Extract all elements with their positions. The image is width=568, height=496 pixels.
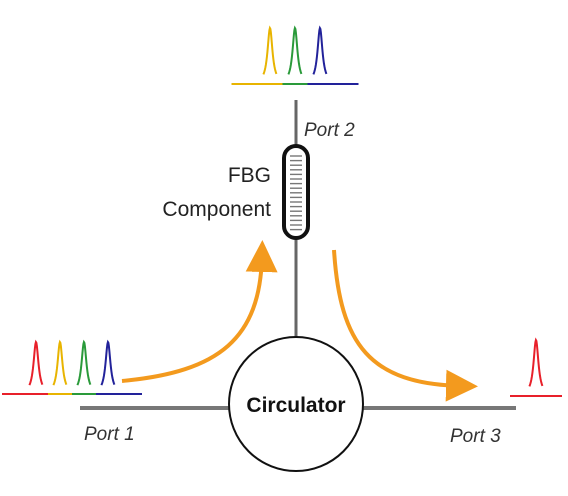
spectral-peak [28, 339, 44, 386]
spectral-peak [262, 25, 278, 75]
port2-label: Port 2 [304, 120, 355, 141]
spectral-peak [528, 337, 544, 387]
fbg-component [282, 144, 310, 240]
input-spectrum-port1 [2, 339, 142, 395]
reflected-spectrum-port2 [231, 25, 359, 85]
arrow-fbg-to-port3 [332, 249, 478, 402]
circulator-label: Circulator [246, 394, 345, 417]
arrow-port1-to-fbg [121, 240, 278, 383]
transmitted-spectrum-port3 [510, 337, 562, 397]
fbg-label-line2: Component [162, 198, 271, 221]
port3-label: Port 3 [450, 426, 501, 447]
spectral-peak [100, 339, 116, 386]
fbg-grating-ticks [290, 155, 302, 231]
fbg-body [282, 144, 310, 240]
spectral-peak [76, 339, 92, 386]
port1-label: Port 1 [84, 424, 135, 445]
circulator-circle [228, 336, 364, 472]
spectral-peak [287, 25, 303, 75]
circulator: Circulator [228, 336, 364, 472]
spectral-peak [312, 25, 328, 75]
spectral-peak [52, 339, 68, 386]
fbg-label-line1: FBG [228, 164, 271, 187]
